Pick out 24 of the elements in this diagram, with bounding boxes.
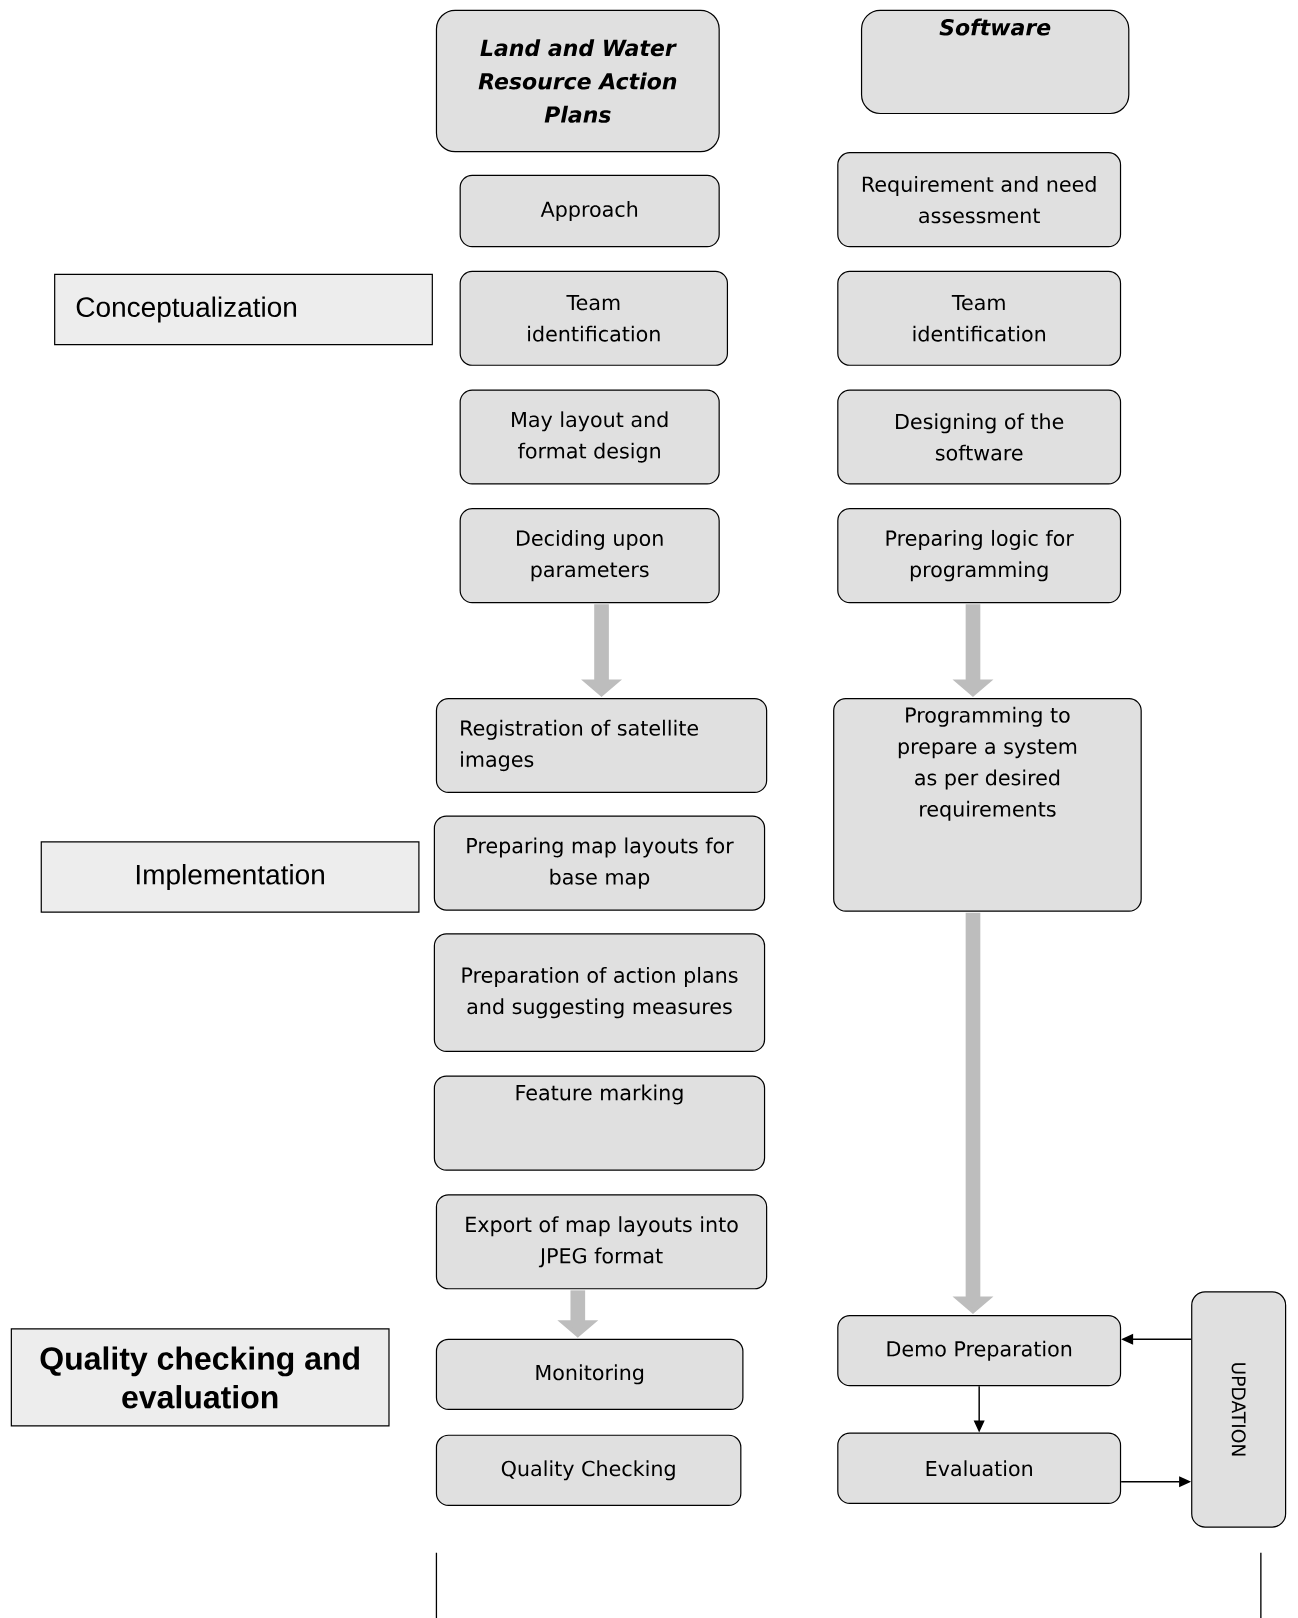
process-box: Team identification <box>837 270 1122 366</box>
header-box: Land and Water Resource Action Plans <box>435 9 720 153</box>
phase-label-box: Conceptualization <box>54 273 433 346</box>
process-box: May layout and format design <box>459 389 720 485</box>
process-box: Designing of the software <box>837 389 1122 485</box>
updation-box: UPDATION <box>1191 1291 1287 1528</box>
process-box: Team identification <box>459 270 728 366</box>
process-box: Preparation of action plans and suggesting measures <box>433 933 766 1052</box>
process-box: Approach <box>459 174 720 248</box>
process-box: Evaluation <box>837 1432 1122 1504</box>
process-box: Demo Preparation <box>837 1314 1122 1387</box>
process-box: Registration of satellite images <box>435 697 768 794</box>
process-box: Monitoring <box>435 1338 744 1411</box>
process-box: Quality Checking <box>435 1434 742 1506</box>
process-box: Feature marking <box>433 1075 766 1171</box>
process-box: Preparing map layouts for base map <box>433 815 766 911</box>
phase-label-box: Implementation <box>40 841 420 913</box>
phase-label-box: Quality checking and evaluation <box>10 1328 390 1427</box>
process-box: Requirement and need assessment <box>837 152 1122 248</box>
header-box: Software <box>860 9 1130 115</box>
process-box: Export of map layouts into JPEG format <box>435 1194 768 1290</box>
process-box: Programming to prepare a system as per desired requirements <box>833 697 1142 912</box>
process-box: Deciding upon parameters <box>459 508 720 604</box>
process-box: Preparing logic for programming <box>837 508 1122 604</box>
